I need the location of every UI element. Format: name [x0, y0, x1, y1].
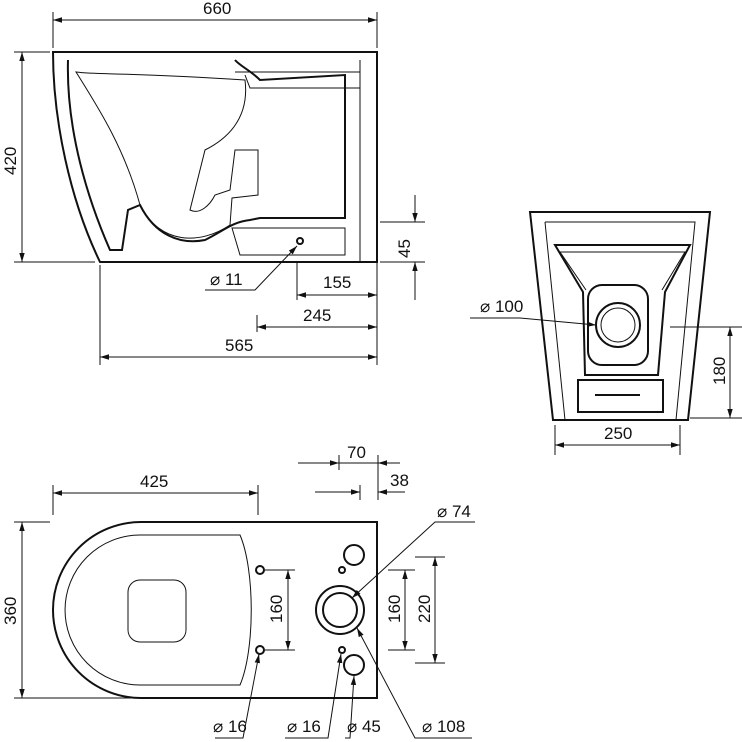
dim-160-left-label: 160 — [267, 595, 286, 623]
dim-250-label: 250 — [604, 424, 632, 443]
bowl-inner — [75, 71, 259, 239]
dim-180-label: 180 — [710, 357, 729, 385]
dim-565-label: 565 — [225, 336, 253, 355]
side-outline — [51, 51, 378, 263]
dim-220-label: 220 — [415, 595, 434, 623]
fix-hole — [296, 237, 304, 245]
plan-view: 425 70 38 360 160 160 220 ⌀ 74 ⌀ 16 ⌀ 16… — [1, 443, 475, 739]
dim-660-label: 660 — [203, 0, 231, 18]
outlet-108-label: ⌀ 108 — [422, 717, 465, 736]
dim-160-right-label: 160 — [385, 595, 404, 623]
fix-hole-16-label: ⌀ 16 — [213, 717, 247, 736]
dim-45-label: 45 — [395, 239, 414, 258]
dim-155-label: 155 — [323, 273, 351, 292]
dim-425-label: 425 — [140, 472, 168, 491]
plan-outline — [52, 521, 378, 699]
dim-420-label: 420 — [1, 147, 20, 175]
outlet-circle — [595, 302, 641, 348]
dim-38-label: 38 — [390, 471, 409, 490]
dim-245-label: 245 — [303, 306, 331, 325]
dim-70-label: 70 — [347, 443, 366, 462]
inlet-45-label: ⌀ 45 — [347, 717, 381, 736]
front-outline — [528, 211, 712, 421]
hole-leader — [205, 245, 298, 291]
trap-passage — [231, 71, 361, 256]
hole-11-label: ⌀ 11 — [210, 270, 243, 289]
outlet-ring — [315, 585, 365, 635]
outlet-100-label: ⌀ 100 — [480, 297, 523, 316]
side-view: 660 420 45 ⌀ 11 155 245 565 — [1, 0, 425, 365]
small-hole-16-label: ⌀ 16 — [287, 717, 321, 736]
dim-360-label: 360 — [1, 597, 20, 625]
pipe-74-label: ⌀ 74 — [437, 502, 471, 521]
bowl-outline — [66, 59, 346, 251]
front-view: ⌀ 100 180 250 — [470, 211, 742, 455]
